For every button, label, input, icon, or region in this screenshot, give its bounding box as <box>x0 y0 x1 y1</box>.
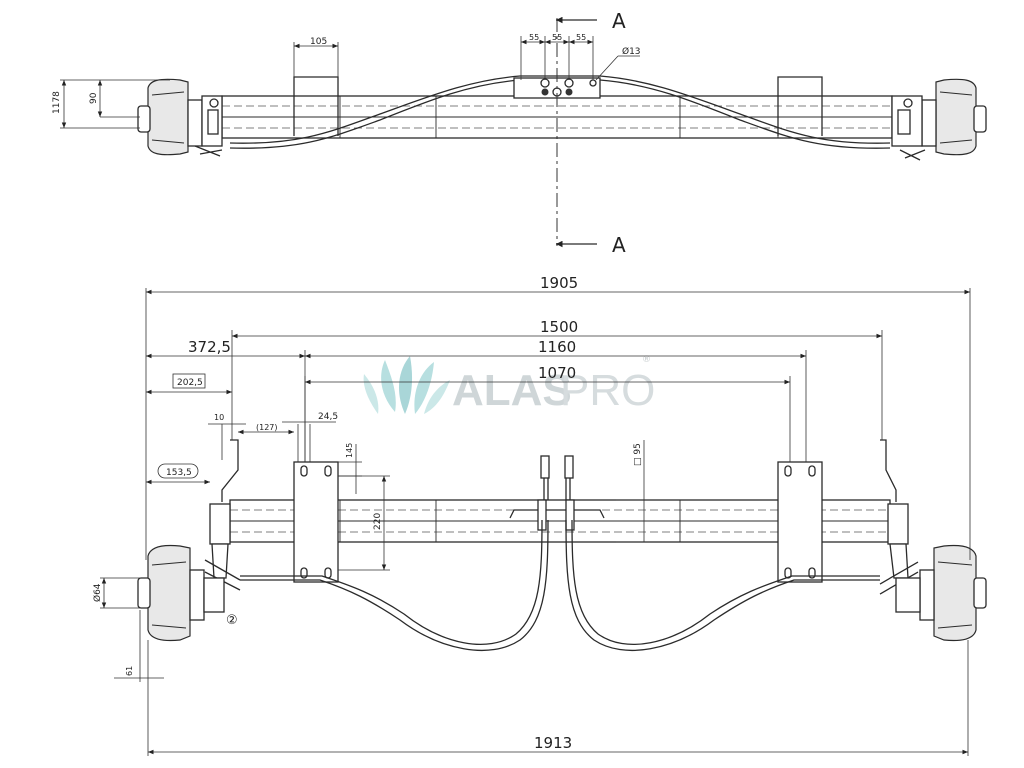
section-label-top: A <box>612 9 626 33</box>
section-label-bottom: A <box>612 233 626 257</box>
dimension-1178: 1178 <box>52 79 170 129</box>
svg-text:55: 55 <box>576 33 586 42</box>
svg-text:202,5: 202,5 <box>177 378 203 388</box>
logo-registered-mark: ® <box>642 355 651 365</box>
dimension-1905: 1905 <box>145 274 971 560</box>
drawbar-hook-left <box>221 439 239 502</box>
svg-text:□ 95: □ 95 <box>633 443 643 466</box>
dimension-372-5: 372,5 <box>146 338 305 359</box>
svg-text:1905: 1905 <box>540 274 578 292</box>
u-bolt-plate-left <box>293 461 339 583</box>
svg-text:1500: 1500 <box>540 318 578 336</box>
brake-cable-right-inner <box>571 519 880 646</box>
svg-text:24,5: 24,5 <box>318 412 338 422</box>
dimension-1070: 1070 <box>304 364 791 462</box>
spring-bracket-right-top <box>777 76 823 136</box>
svg-text:1160: 1160 <box>538 338 576 356</box>
center-cable-bracket <box>509 455 605 531</box>
svg-text:145: 145 <box>345 443 354 458</box>
svg-text:105: 105 <box>310 37 327 47</box>
logo-text-pro: PRO <box>560 366 655 415</box>
svg-text:1070: 1070 <box>538 364 576 382</box>
dimension-90: 90 <box>89 80 140 118</box>
brake-cable-top-inner <box>229 75 891 144</box>
dimension-105: 105 <box>293 37 339 77</box>
dimension-145: 145 <box>338 443 362 494</box>
wheel-hub-left-front <box>137 439 241 642</box>
dimension-10: 10 <box>208 413 246 460</box>
svg-text:372,5: 372,5 <box>188 338 231 356</box>
top-view: A A 105 55 55 55 Ø13 117 <box>52 9 987 257</box>
svg-text:55: 55 <box>552 33 562 42</box>
dimension-square-95: □ 95 <box>616 440 650 543</box>
dimension-153-5: 153,5 <box>146 463 210 485</box>
brake-cable-left-outer <box>240 519 549 652</box>
logo-text-alas: ALAS <box>452 366 572 415</box>
wheel-hub-right-top <box>891 78 987 161</box>
dimension-127: (127) <box>238 423 294 435</box>
svg-text:153,5: 153,5 <box>166 468 192 478</box>
dimension-61: 61 <box>114 610 164 682</box>
drawbar-hook-right <box>880 439 897 502</box>
svg-text:Ø13: Ø13 <box>622 46 641 57</box>
callout-mark-2: ② <box>226 613 238 628</box>
svg-text:1178: 1178 <box>52 91 62 114</box>
dimension-55-group: 55 55 55 Ø13 <box>520 33 641 81</box>
dimension-202-5: 202,5 <box>146 373 232 395</box>
brake-cable-left-inner <box>240 519 543 646</box>
svg-text:90: 90 <box>89 92 99 104</box>
svg-text:(127): (127) <box>256 423 278 432</box>
dimension-24-5: 24,5 <box>282 412 338 462</box>
logo-leaf-icon <box>363 356 450 414</box>
alaspro-logo: ALAS PRO ® <box>363 355 655 415</box>
svg-text:10: 10 <box>214 413 224 422</box>
brake-cable-right-outer <box>565 519 880 652</box>
dimension-220: 220 <box>338 475 390 571</box>
dimension-1913: 1913 <box>147 640 969 756</box>
svg-text:55: 55 <box>529 33 539 42</box>
wheel-hub-left-top <box>137 78 223 157</box>
svg-text:1913: 1913 <box>534 734 572 752</box>
svg-text:Ø64: Ø64 <box>92 583 103 602</box>
dimension-1500: 1500 <box>231 318 883 440</box>
front-view: 1905 1500 1160 1070 372,5 202,5 <box>92 274 987 756</box>
wheel-hub-right-front <box>879 439 987 642</box>
svg-text:61: 61 <box>125 666 134 676</box>
u-bolt-plate-right <box>777 461 823 583</box>
spring-bracket-left-top <box>293 76 339 136</box>
dimension-64: Ø64 <box>92 577 140 609</box>
svg-text:220: 220 <box>373 513 383 530</box>
